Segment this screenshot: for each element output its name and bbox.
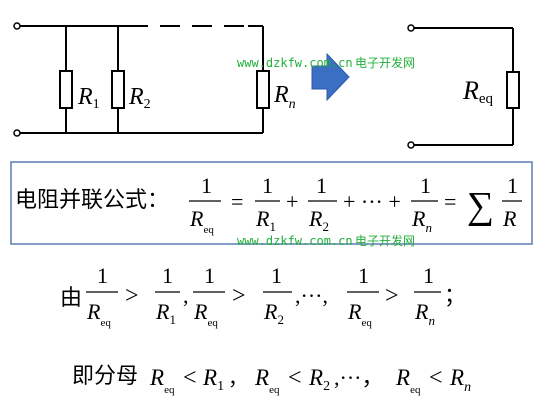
concl-r1: R1	[202, 365, 224, 394]
resistor-rn	[256, 70, 270, 109]
ineq-frac6-num: 1	[423, 263, 434, 288]
right-circuit	[413, 27, 514, 146]
frac-r2-den: R2	[308, 206, 329, 234]
sigma-symbol: ∑	[467, 185, 494, 227]
gt-3: >	[385, 283, 399, 309]
ellipsis: ,···,	[295, 283, 328, 308]
eq-sign-2: =	[444, 189, 456, 214]
terminal-bottom-left	[13, 129, 21, 137]
gt-2: >	[232, 283, 246, 309]
ineq-frac2-den: R1	[155, 299, 176, 327]
conclusion-prefix: 即分母	[72, 364, 138, 389]
ineq-frac1-num: 1	[97, 263, 108, 288]
terminal-bottom-right	[407, 141, 415, 149]
ineq-frac4-den: R2	[263, 299, 284, 327]
eq-sign-1: =	[231, 189, 243, 214]
sep-1: ，	[228, 366, 248, 390]
sep-2: ,···，	[334, 365, 383, 390]
watermark-site-top: 电子开发网	[355, 55, 415, 70]
resistor-r1	[59, 70, 73, 109]
resistor-r2	[111, 70, 125, 109]
ineq-frac6-den: Rn	[414, 299, 435, 328]
watermark-url-top: www.dzkfw.com.cn	[237, 56, 353, 70]
concl-r2: R2	[308, 365, 330, 394]
right-arrow-icon	[311, 52, 350, 102]
ineq-frac4-num: 1	[271, 263, 282, 288]
ineq-frac3-den: Req	[193, 299, 218, 329]
frac-rn-num: 1	[420, 173, 431, 198]
inequality-end: ；	[444, 284, 466, 309]
frac-r-num: 1	[507, 173, 518, 198]
comma-1: ,	[183, 283, 189, 308]
concl-rn: Rn	[449, 365, 471, 395]
plus-dots: + ··· +	[343, 189, 401, 214]
label-rn: Rn	[273, 82, 296, 112]
left-circuit	[19, 25, 264, 134]
concl-req-1: Req	[149, 365, 175, 396]
frac-r1-num: 1	[262, 173, 273, 198]
concl-req-2: Req	[254, 365, 280, 396]
label-r1: R1	[77, 84, 100, 112]
ineq-frac5-num: 1	[358, 263, 369, 288]
terminal-top-left	[13, 22, 21, 30]
watermark-url-bottom: www.dzkfw.com.cn	[237, 234, 353, 248]
frac-r-den: R	[502, 206, 517, 231]
gt-1: >	[125, 283, 139, 309]
label-r2: R2	[128, 84, 151, 112]
frac-r1-den: R1	[255, 206, 276, 234]
label-req: Req	[462, 76, 494, 107]
frac-req-num: 1	[201, 173, 212, 198]
formula-box	[10, 161, 533, 245]
frac-req-den: Req	[189, 206, 214, 236]
lt-2: <	[288, 365, 302, 391]
terminal-top-right	[407, 24, 415, 32]
frac-rn-den: Rn	[411, 206, 432, 235]
resistor-req	[506, 71, 520, 109]
formula-label: 电阻并联公式：	[15, 188, 169, 213]
ineq-frac1-den: Req	[86, 299, 111, 329]
ineq-frac3-num: 1	[204, 263, 215, 288]
plus-1: +	[286, 189, 298, 214]
watermark-site-bottom: 电子开发网	[355, 233, 415, 248]
ineq-frac2-num: 1	[162, 263, 173, 288]
ineq-frac5-den: Req	[347, 299, 372, 329]
lt-1: <	[183, 365, 197, 391]
lt-3: <	[429, 365, 443, 391]
concl-req-3: Req	[395, 365, 421, 396]
inequality-prefix: 由	[60, 286, 82, 311]
frac-r2-num: 1	[316, 173, 327, 198]
